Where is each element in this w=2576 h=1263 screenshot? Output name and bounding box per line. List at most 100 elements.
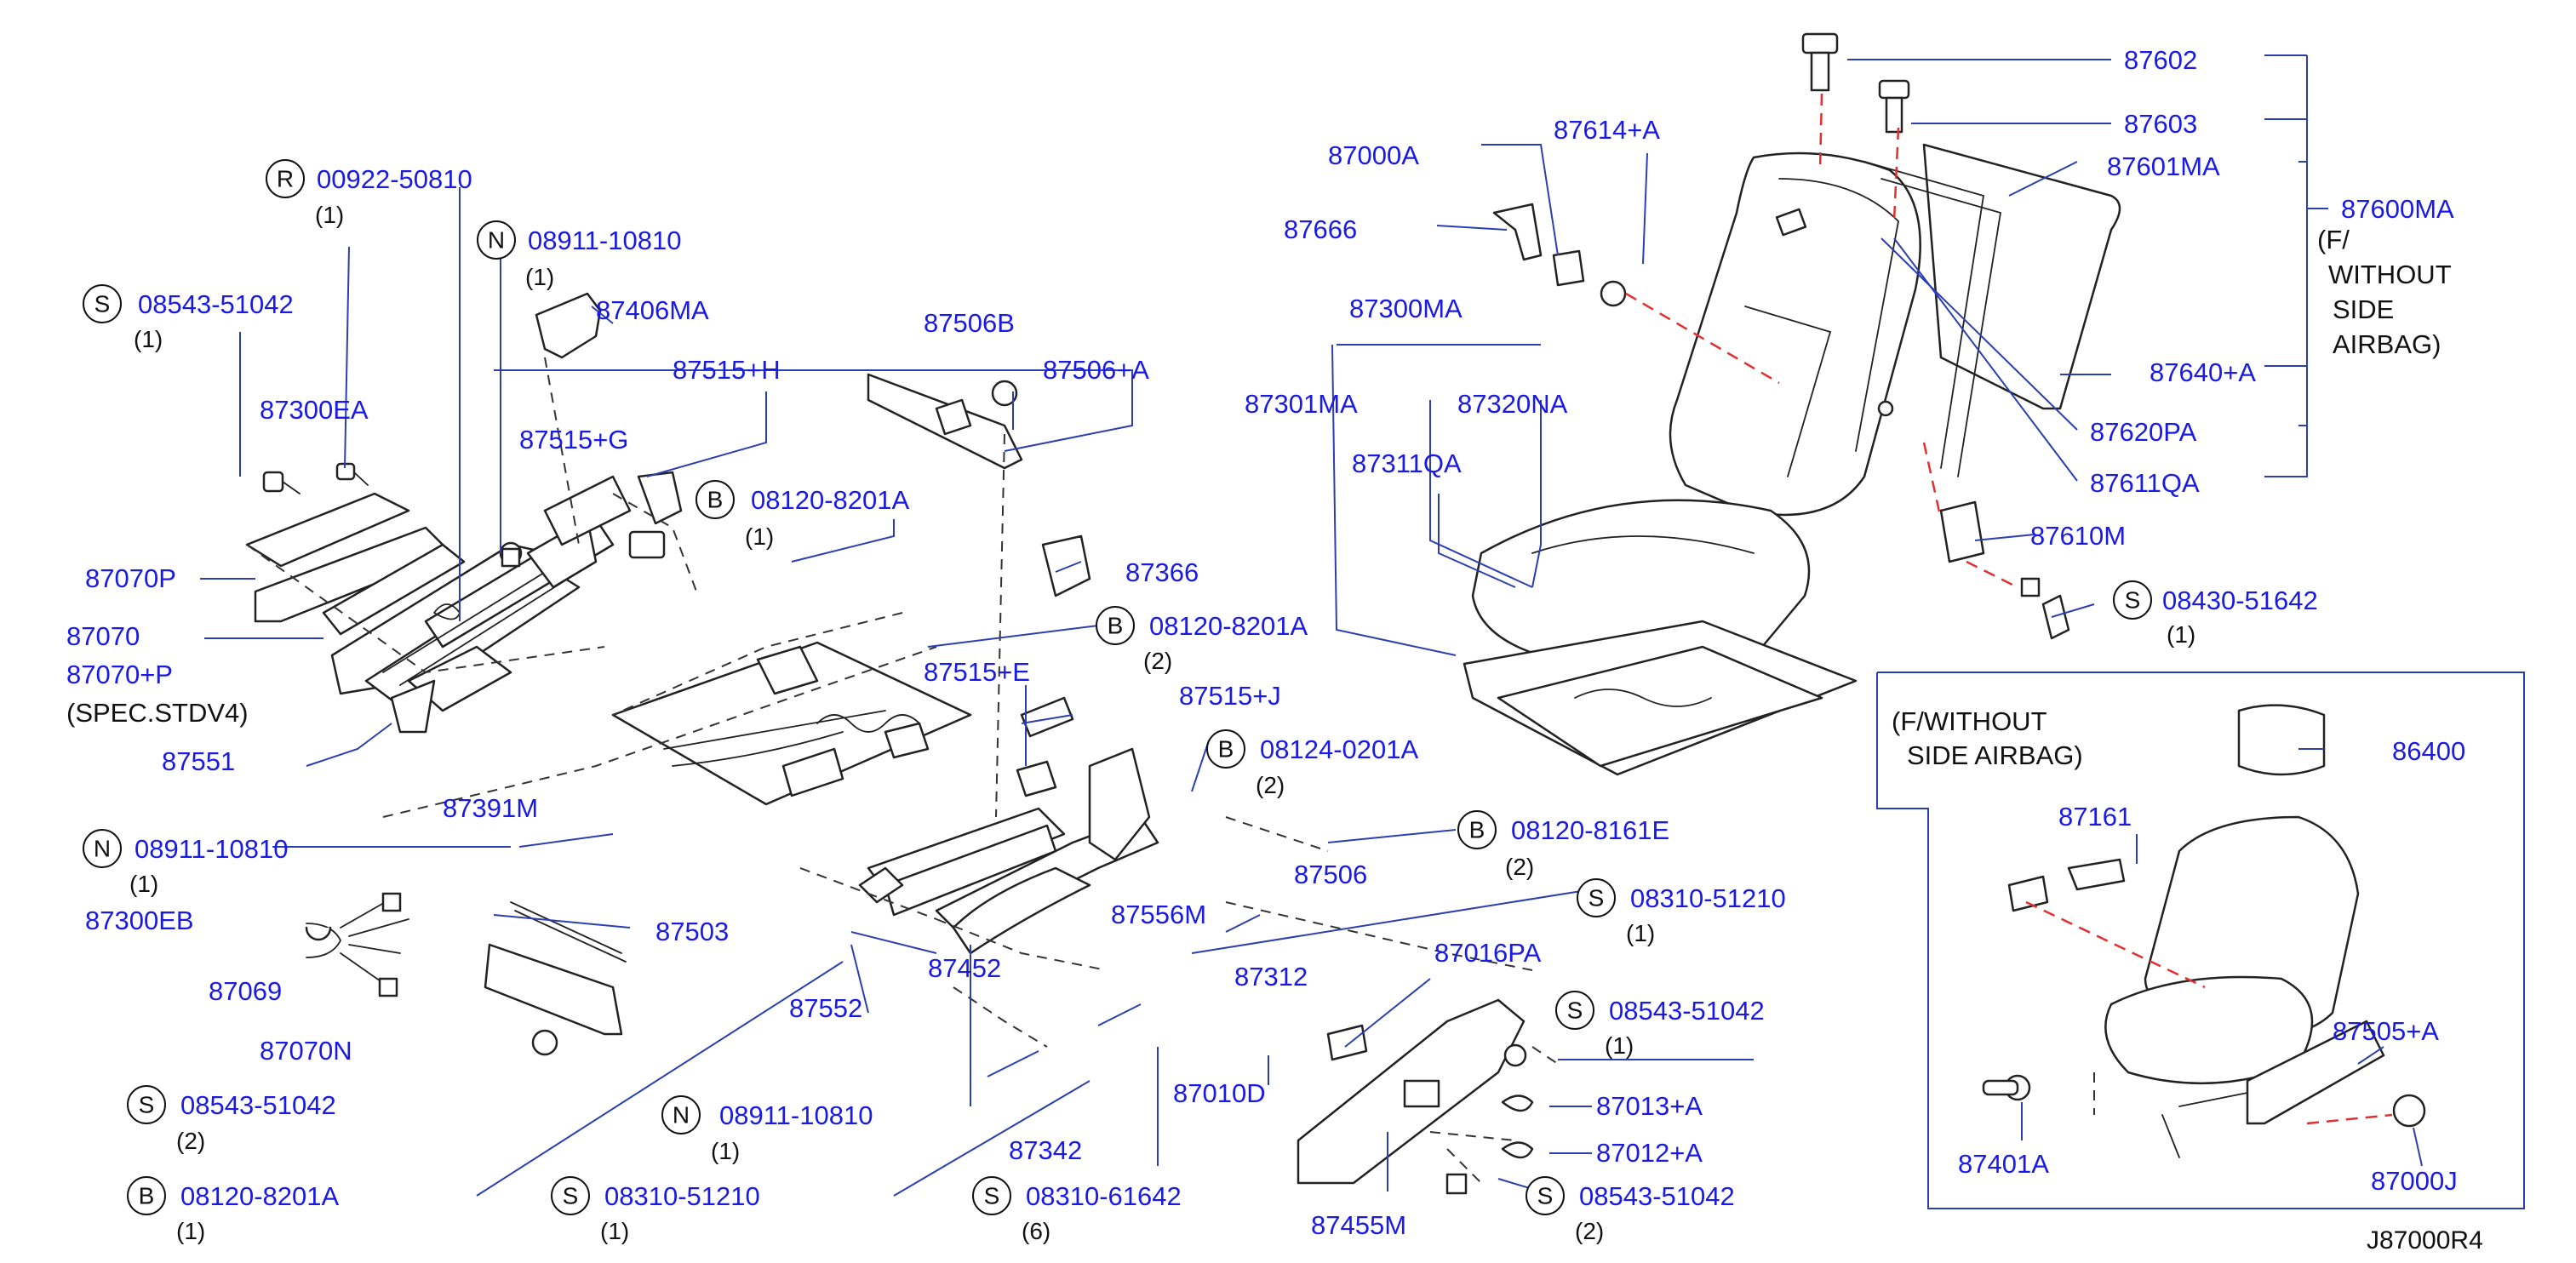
part-08543-51042-c[interactable]: 08543-51042 bbox=[1609, 996, 1765, 1026]
part-08430-51642[interactable]: 08430-51642 bbox=[2162, 586, 2318, 615]
part-87600MA[interactable]: 87600MA bbox=[2341, 194, 2454, 224]
part-87000J[interactable]: 87000J bbox=[2371, 1166, 2458, 1196]
part-87452[interactable]: 87452 bbox=[928, 953, 1001, 983]
diagram-reference-id: J87000R4 bbox=[2367, 1226, 2483, 1254]
qty-08911-a: (1) bbox=[525, 264, 554, 290]
part-87000A[interactable]: 87000A bbox=[1328, 140, 1419, 170]
part-87300EA[interactable]: 87300EA bbox=[260, 395, 369, 425]
part-87016PA[interactable]: 87016PA bbox=[1434, 938, 1542, 968]
part-08911-10810-c[interactable]: 08911-10810 bbox=[719, 1100, 873, 1130]
part-08120-8201A-c[interactable]: 08120-8201A bbox=[180, 1181, 339, 1211]
part-00922-50810[interactable]: 00922-50810 bbox=[317, 164, 472, 194]
part-87515-G[interactable]: 87515+G bbox=[519, 425, 628, 454]
part-08120-8161E[interactable]: 08120-8161E bbox=[1511, 815, 1669, 845]
inset-note-line2: SIDE AIRBAG) bbox=[1907, 740, 2083, 770]
part-87610M[interactable]: 87610M bbox=[2030, 521, 2126, 551]
part-87614-A[interactable]: 87614+A bbox=[1554, 115, 1660, 145]
svg-text:S: S bbox=[1537, 1183, 1554, 1209]
qty-08120-a: (1) bbox=[745, 523, 774, 550]
part-87301MA[interactable]: 87301MA bbox=[1245, 389, 1358, 419]
qty-08124: (2) bbox=[1256, 772, 1285, 798]
part-87391M[interactable]: 87391M bbox=[443, 793, 538, 823]
part-87552[interactable]: 87552 bbox=[789, 993, 862, 1023]
part-87515-H[interactable]: 87515+H bbox=[673, 355, 781, 385]
part-87620PA[interactable]: 87620PA bbox=[2090, 417, 2197, 447]
qty-08543-b: (2) bbox=[176, 1128, 205, 1154]
part-08310-51210-b[interactable]: 08310-51210 bbox=[1630, 883, 1786, 913]
badge-s: S bbox=[972, 1176, 1011, 1215]
part-87311QA[interactable]: 87311QA bbox=[1352, 449, 1462, 478]
part-08120-8201A-b[interactable]: 08120-8201A bbox=[1149, 611, 1308, 641]
part-87506[interactable]: 87506 bbox=[1294, 860, 1367, 889]
part-08124-0201A[interactable]: 08124-0201A bbox=[1260, 734, 1418, 764]
part-87666[interactable]: 87666 bbox=[1284, 214, 1357, 244]
part-87603[interactable]: 87603 bbox=[2124, 109, 2197, 139]
part-87366[interactable]: 87366 bbox=[1125, 557, 1199, 587]
part-87406MA[interactable]: 87406MA bbox=[596, 295, 709, 325]
qty-08911-b: (1) bbox=[129, 871, 158, 897]
center-brackets-drawing bbox=[867, 373, 1091, 797]
part-08911-10810-a[interactable]: 08911-10810 bbox=[528, 226, 681, 255]
part-87300MA[interactable]: 87300MA bbox=[1349, 294, 1463, 323]
part-87161[interactable]: 87161 bbox=[2058, 802, 2132, 832]
part-87506-A[interactable]: 87506+A bbox=[1043, 355, 1149, 385]
svg-text:S: S bbox=[984, 1183, 1000, 1209]
badge-b: B bbox=[1457, 810, 1497, 849]
part-87640-A[interactable]: 87640+A bbox=[2150, 357, 2256, 387]
part-87601MA[interactable]: 87601MA bbox=[2107, 151, 2220, 181]
note-87600-a: (F/ bbox=[2317, 225, 2350, 254]
part-87300EB[interactable]: 87300EB bbox=[85, 906, 194, 935]
badge-b: B bbox=[696, 480, 735, 519]
lower-left-parts-drawing bbox=[305, 892, 627, 1056]
svg-text:R: R bbox=[277, 166, 294, 192]
part-87551[interactable]: 87551 bbox=[162, 746, 235, 776]
part-87070-P[interactable]: 87070+P bbox=[66, 660, 173, 689]
part-87401A[interactable]: 87401A bbox=[1958, 1149, 2049, 1179]
note-87600-d: AIRBAG) bbox=[2333, 329, 2441, 359]
svg-text:B: B bbox=[707, 487, 724, 513]
part-87602[interactable]: 87602 bbox=[2124, 45, 2197, 75]
part-87506B[interactable]: 87506B bbox=[924, 308, 1015, 338]
qty-08543-d: (2) bbox=[1575, 1218, 1604, 1244]
svg-text:B: B bbox=[1469, 817, 1485, 843]
part-87515-J[interactable]: 87515+J bbox=[1179, 681, 1281, 711]
part-87505-A[interactable]: 87505+A bbox=[2333, 1016, 2439, 1046]
part-87312[interactable]: 87312 bbox=[1234, 962, 1308, 992]
part-08310-61642[interactable]: 08310-61642 bbox=[1026, 1181, 1182, 1211]
left-rail-assembly-drawing bbox=[245, 475, 632, 734]
part-86400[interactable]: 86400 bbox=[2392, 736, 2465, 766]
qty-08310-b: (1) bbox=[1626, 920, 1655, 946]
part-87012-A[interactable]: 87012+A bbox=[1596, 1138, 1703, 1168]
part-87013-A[interactable]: 87013+A bbox=[1596, 1091, 1703, 1121]
badge-n: N bbox=[477, 220, 516, 260]
part-87556M[interactable]: 87556M bbox=[1111, 900, 1206, 929]
part-08543-51042-b[interactable]: 08543-51042 bbox=[180, 1090, 336, 1120]
qty-08430: (1) bbox=[2167, 621, 2195, 648]
badge-b: B bbox=[1206, 729, 1245, 769]
part-87320NA[interactable]: 87320NA bbox=[1457, 389, 1568, 419]
note-spec-stdv4: (SPEC.STDV4) bbox=[66, 698, 249, 728]
badge-s: S bbox=[551, 1176, 590, 1215]
part-87611QA[interactable]: 87611QA bbox=[2090, 468, 2200, 498]
part-87069[interactable]: 87069 bbox=[209, 976, 282, 1006]
part-08911-10810-b[interactable]: 08911-10810 bbox=[135, 834, 288, 864]
part-87342[interactable]: 87342 bbox=[1009, 1135, 1082, 1165]
part-87515-E[interactable]: 87515+E bbox=[924, 657, 1030, 687]
part-08120-8201A-a[interactable]: 08120-8201A bbox=[751, 485, 909, 515]
part-87070N[interactable]: 87070N bbox=[260, 1036, 352, 1066]
part-87010D[interactable]: 87010D bbox=[1173, 1078, 1266, 1108]
part-87070[interactable]: 87070 bbox=[66, 621, 140, 651]
part-08543-51042-d[interactable]: 08543-51042 bbox=[1579, 1181, 1735, 1211]
part-87455M[interactable]: 87455M bbox=[1311, 1210, 1406, 1240]
small-fasteners-left bbox=[262, 292, 683, 620]
badge-s: S bbox=[1577, 878, 1616, 917]
svg-text:S: S bbox=[563, 1183, 579, 1209]
note-87600-c: SIDE bbox=[2333, 294, 2394, 324]
part-08543-51042-a[interactable]: 08543-51042 bbox=[138, 289, 294, 319]
part-87503[interactable]: 87503 bbox=[655, 917, 729, 946]
badge-s: S bbox=[1555, 991, 1594, 1030]
part-87070P[interactable]: 87070P bbox=[85, 563, 176, 593]
badge-n: N bbox=[661, 1095, 701, 1134]
part-08310-51210-a[interactable]: 08310-51210 bbox=[604, 1181, 760, 1211]
leader-lines bbox=[200, 54, 2525, 1209]
